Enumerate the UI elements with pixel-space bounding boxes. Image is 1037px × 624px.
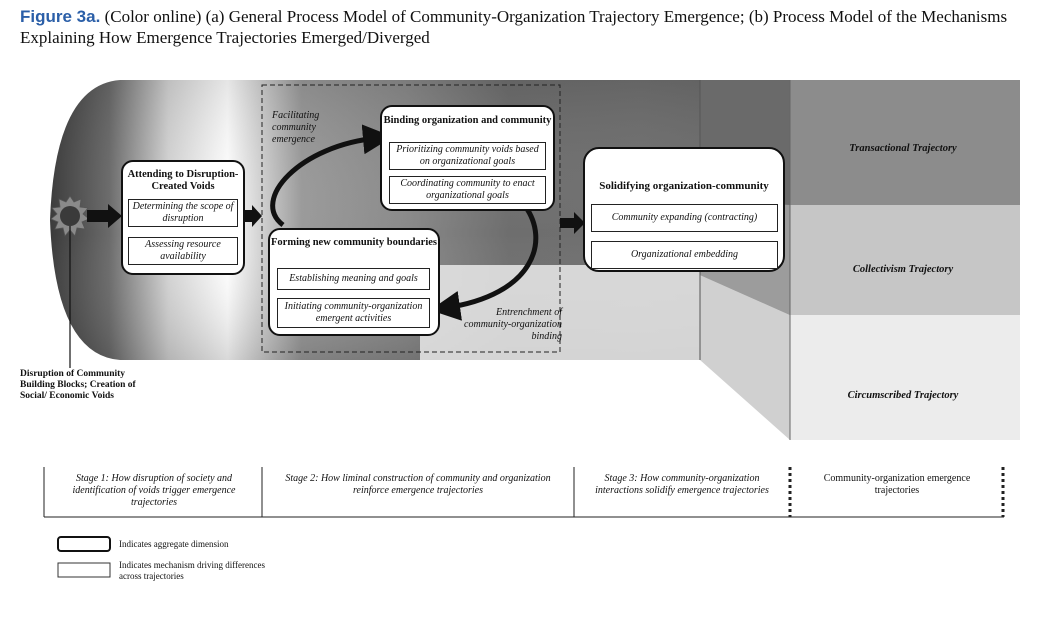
- attending-title: Attending to Disruption-Created Voids: [127, 169, 239, 192]
- forming-mechanism-2: Initiating community-organization emerge…: [277, 298, 430, 328]
- trajectory-collectivism: Collectivism Trajectory: [852, 264, 954, 275]
- trajectory-circumscribed: Circumscribed Trajectory: [847, 390, 959, 401]
- legend-aggregate-text: Indicates aggregate dimension: [119, 539, 229, 549]
- attending-mechanism-2: Assessing resource availability: [128, 237, 238, 265]
- legend-mechanism-swatch: [57, 562, 111, 578]
- caption-text: (Color online) (a) General Process Model…: [20, 7, 1008, 47]
- legend-mechanism-text: Indicates mechanism driving differences …: [119, 560, 266, 581]
- attending-mechanism-1: Determining the scope of disruption: [128, 199, 238, 227]
- facilitating-label: Facilitating community emergence: [272, 110, 320, 145]
- solidifying-mechanism-2: Organizational embedding: [591, 241, 778, 269]
- figure-label: Figure 3a.: [20, 7, 101, 26]
- binding-mechanism-1: Prioritizing community voids based on or…: [389, 142, 546, 170]
- disruption-label: Disruption of Community Building Blocks;…: [20, 369, 136, 401]
- legend-aggregate-swatch: [57, 536, 111, 552]
- forming-mechanism-1: Establishing meaning and goals: [277, 268, 430, 290]
- entrenchment-label: Entrenchment of community-organization b…: [464, 307, 562, 342]
- figure-caption: Figure 3a. (Color online) (a) General Pr…: [20, 6, 1020, 48]
- stage-2-label: Stage 2: How liminal construction of com…: [285, 473, 551, 496]
- binding-mechanism-2: Coordinating community to enact organiza…: [389, 176, 546, 204]
- solidifying-title: Solidifying organization-community: [599, 180, 769, 192]
- forming-title: Forming new community boundaries: [271, 237, 437, 248]
- disruption-burst-icon: [50, 195, 90, 237]
- stage-trajectories-label: Community-organization emergence traject…: [823, 473, 971, 496]
- stage-3-label: Stage 3: How community-organization inte…: [595, 473, 769, 496]
- trajectory-transactional: Transactional Trajectory: [849, 143, 957, 154]
- solidifying-mechanism-1: Community expanding (contracting): [591, 204, 778, 232]
- binding-title: Binding organization and community: [383, 115, 552, 126]
- stage-1-label: Stage 1: How disruption of society and i…: [72, 473, 236, 508]
